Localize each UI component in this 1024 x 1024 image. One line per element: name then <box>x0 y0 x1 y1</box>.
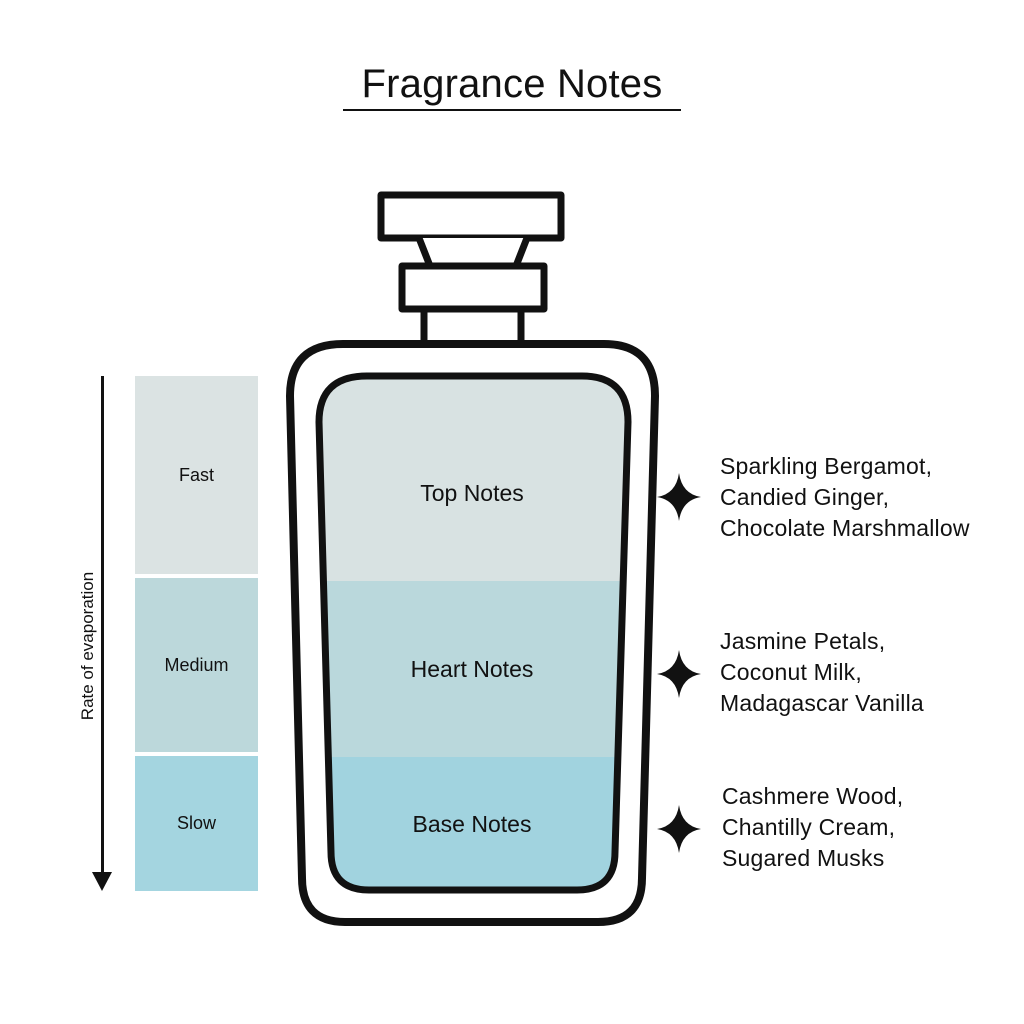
sparkle-icon <box>657 805 701 853</box>
base-notes-description: Cashmere Wood, Chantilly Cream, Sugared … <box>722 781 903 874</box>
note-line: Chocolate Marshmallow <box>720 515 970 541</box>
title-underline <box>343 109 681 111</box>
layer-base-label: Base Notes <box>412 811 532 837</box>
page-title: Fragrance Notes <box>361 62 663 106</box>
heart-notes-description: Jasmine Petals, Coconut Milk, Madagascar… <box>720 626 924 719</box>
note-line: Sugared Musks <box>722 845 885 871</box>
note-line: Cashmere Wood, <box>722 783 904 809</box>
sparkle-icon <box>657 650 701 698</box>
note-line: Chantilly Cream, <box>722 814 896 840</box>
layer-top-fill <box>319 376 628 581</box>
note-line: Jasmine Petals, <box>720 628 886 654</box>
layer-heart-fill <box>319 581 628 757</box>
arrow-shaft <box>101 376 104 874</box>
arrow-down-icon <box>92 872 112 891</box>
note-line: Candied Ginger, <box>720 484 890 510</box>
rate-box-slow: Slow <box>135 756 258 891</box>
layer-top-label: Top Notes <box>420 480 524 506</box>
bottle-collar <box>398 262 548 313</box>
rate-box-medium: Medium <box>135 578 258 752</box>
bottle-inner-outline <box>315 372 632 894</box>
bottle-neck <box>420 305 525 348</box>
layer-heart-label: Heart Notes <box>410 656 534 682</box>
sparkle-icon <box>657 473 701 521</box>
note-line: Coconut Milk, <box>720 659 862 685</box>
bottle-neck-taper <box>415 236 531 270</box>
note-line: Sparkling Bergamot, <box>720 453 933 479</box>
note-line: Madagascar Vanilla <box>720 690 924 716</box>
rate-label-fast: Fast <box>178 464 214 485</box>
rate-label-slow: Slow <box>176 813 216 833</box>
rate-label-medium: Medium <box>164 654 229 675</box>
bottle-cap <box>377 191 565 242</box>
top-notes-description: Sparkling Bergamot, Candied Ginger, Choc… <box>720 451 970 544</box>
layer-base-fill <box>319 757 628 890</box>
rate-box-fast: Fast <box>135 376 258 574</box>
